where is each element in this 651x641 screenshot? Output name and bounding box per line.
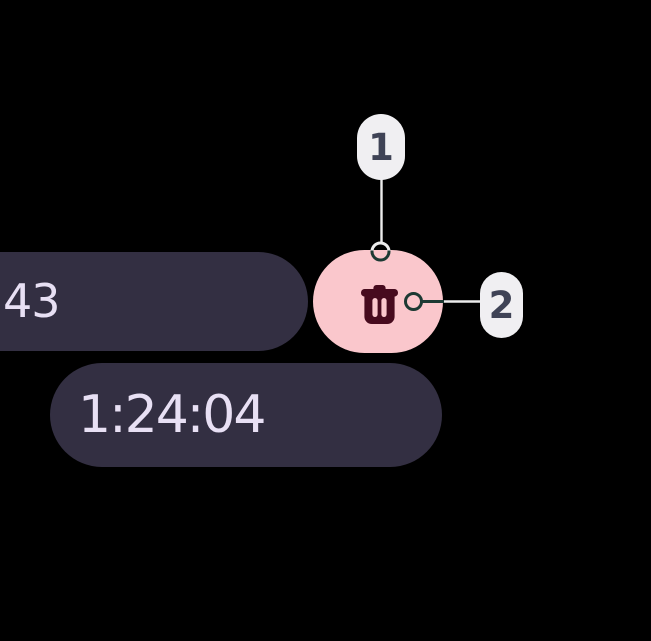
time-pill: 1:24:04	[50, 363, 442, 467]
time-text: 1:24:04	[78, 385, 266, 445]
callout-badge-2-label: 2	[488, 283, 515, 327]
trash-icon-slot-right	[380, 298, 387, 317]
trash-icon-lid	[360, 289, 398, 297]
trash-icon-slot-left	[371, 298, 378, 317]
callout-badge-1-label: 1	[368, 125, 394, 169]
callout-badge-1: 1	[357, 114, 405, 180]
delete-button[interactable]	[313, 250, 443, 353]
time-pill-partial: 43	[0, 252, 308, 351]
callout-badge-2: 2	[480, 272, 523, 338]
trash-icon-body	[363, 296, 395, 324]
trash-icon	[360, 285, 398, 324]
time-text-partial: 43	[3, 274, 61, 328]
